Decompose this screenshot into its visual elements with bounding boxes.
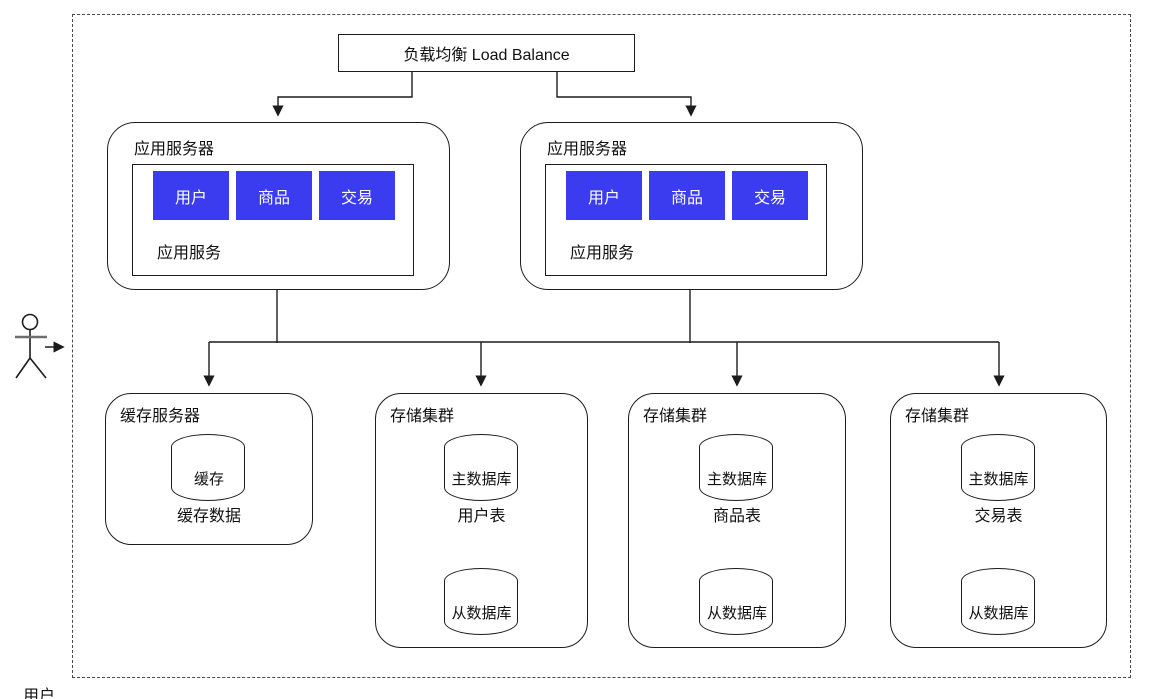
app-server-node-2: 应用服务器 用户 商品 交易 应用服务: [520, 122, 863, 290]
cylinder-label: 从数据库: [706, 604, 767, 622]
app-service-label: 应用服务: [570, 245, 635, 262]
database-cylinder-primary: 主数据库: [699, 434, 775, 502]
app-server-title: 应用服务器: [134, 141, 215, 158]
database-cylinder-secondary: 从数据库: [960, 568, 1037, 636]
database-cylinder-secondary: 从数据库: [699, 568, 775, 636]
service-box-goods: 商品: [236, 171, 312, 220]
service-box-goods: 商品: [649, 171, 725, 220]
service-box-trade: 交易: [732, 171, 808, 220]
cylinder-label: 缓存: [193, 470, 224, 488]
database-cylinder-primary: 主数据库: [443, 434, 520, 502]
storage-cluster-node-3: 存储集群 主数据库 交易表 从数据库: [890, 393, 1107, 648]
service-box-trade: 交易: [319, 171, 395, 220]
table-caption: 交易表: [974, 508, 1023, 525]
cache-server-title: 缓存服务器: [120, 408, 201, 425]
app-server-title: 应用服务器: [547, 141, 628, 158]
cache-server-node: 缓存服务器 缓存 缓存数据: [105, 393, 313, 545]
cylinder-label: 主数据库: [968, 470, 1029, 488]
database-cylinder-primary: 主数据库: [960, 434, 1037, 502]
app-service-group: 用户 商品 交易 应用服务: [545, 164, 827, 276]
app-service-group: 用户 商品 交易 应用服务: [132, 164, 414, 276]
app-server-node-1: 应用服务器 用户 商品 交易 应用服务: [107, 122, 450, 290]
user-actor: 用户: [8, 306, 72, 699]
system-boundary: [72, 14, 1131, 678]
cache-caption: 缓存数据: [176, 508, 241, 525]
database-cylinder-secondary: 从数据库: [443, 568, 520, 636]
table-caption: 用户表: [457, 508, 506, 525]
actor-icon: [15, 313, 47, 379]
storage-cluster-node-2: 存储集群 主数据库 商品表 从数据库: [628, 393, 846, 648]
service-box-user: 用户: [153, 171, 229, 220]
app-service-label: 应用服务: [157, 245, 222, 262]
storage-cluster-title: 存储集群: [390, 408, 455, 425]
storage-cluster-title: 存储集群: [643, 408, 708, 425]
storage-cluster-title: 存储集群: [905, 408, 970, 425]
load-balancer-label: 负载均衡 Load Balance: [403, 47, 570, 64]
cylinder-label: 从数据库: [968, 604, 1029, 622]
table-caption: 商品表: [712, 508, 761, 525]
load-balancer-node: 负载均衡 Load Balance: [338, 34, 635, 72]
service-box-user: 用户: [566, 171, 642, 220]
cylinder-label: 从数据库: [451, 604, 512, 622]
cylinder-label: 主数据库: [706, 470, 767, 488]
storage-cluster-node-1: 存储集群 主数据库 用户表 从数据库: [375, 393, 588, 648]
cylinder-label: 主数据库: [451, 470, 512, 488]
actor-label: 用户: [22, 688, 55, 699]
database-cylinder-cache: 缓存: [171, 434, 247, 502]
